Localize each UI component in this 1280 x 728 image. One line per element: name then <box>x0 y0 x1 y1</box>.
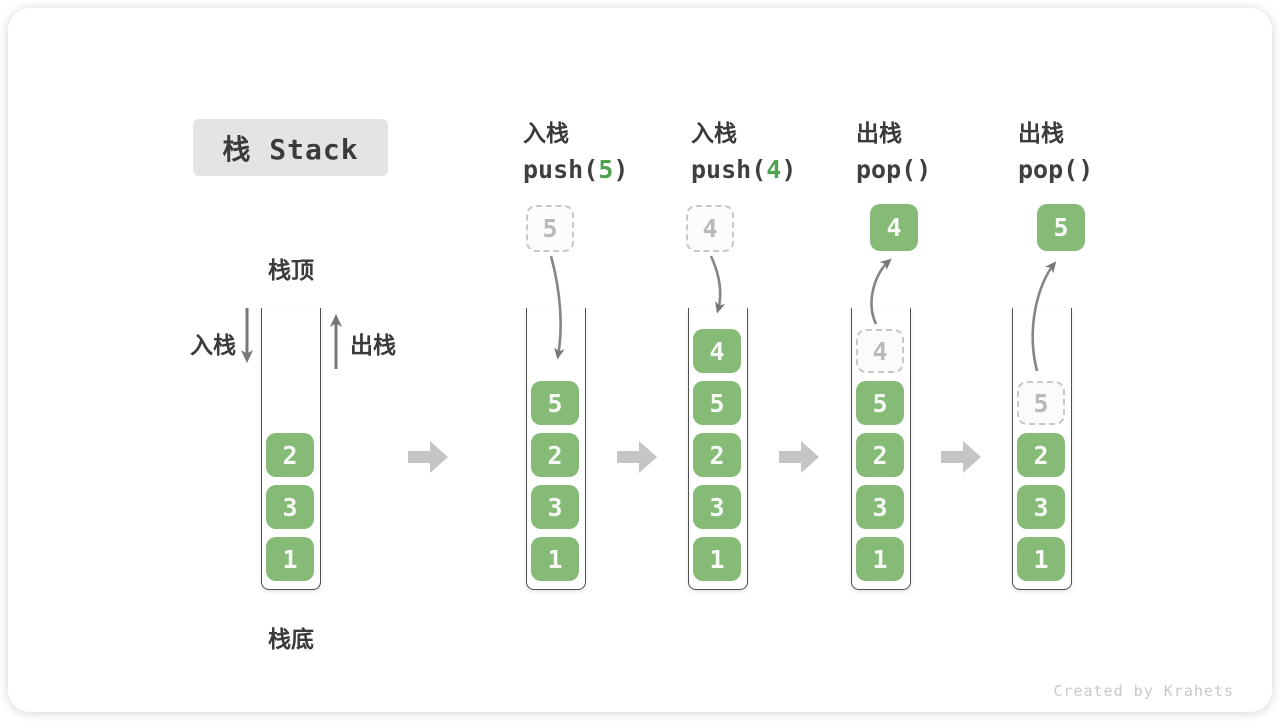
operation-name: 出栈 <box>856 120 902 146</box>
stack-cell-dashed: 5 <box>1017 381 1065 425</box>
page-title: 栈 Stack <box>222 132 359 166</box>
transition-arrow-icon <box>408 441 448 473</box>
operation-code: pop() <box>1018 155 1093 184</box>
stack-cell: 5 <box>693 381 741 425</box>
stack-cell: 2 <box>693 433 741 477</box>
operation-label-2: 入栈 push(4) <box>691 114 796 184</box>
stack-cell: 2 <box>266 433 314 477</box>
stack-cell-dashed: 4 <box>856 329 904 373</box>
stack-container-4: 4 5 2 3 1 <box>851 308 911 590</box>
stack-cell: 1 <box>856 537 904 581</box>
title-badge: 栈 Stack <box>193 119 388 176</box>
code-argument: 5 <box>598 155 614 184</box>
operation-name: 入栈 <box>523 120 569 146</box>
popped-value-cell: 4 <box>870 204 918 251</box>
stack-cell: 2 <box>1017 433 1065 477</box>
stack-bottom-label: 栈底 <box>268 626 314 652</box>
stack-cell: 5 <box>856 381 904 425</box>
push-side-label: 入栈 <box>190 332 236 358</box>
code-text: pop() <box>1018 155 1094 184</box>
stack-cell: 3 <box>856 485 904 529</box>
pushed-value-cell: 4 <box>686 205 734 252</box>
stack-cell: 3 <box>1017 485 1065 529</box>
transition-arrow-icon <box>617 441 657 473</box>
push-curve-arrow-2 <box>709 255 726 314</box>
stack-cell: 1 <box>1017 537 1065 581</box>
code-text: push( <box>691 155 767 184</box>
transition-arrow-icon <box>941 441 981 473</box>
pushed-value-cell: 5 <box>526 205 574 252</box>
stack-container-1: 2 3 1 <box>261 308 321 590</box>
stack-container-2: 5 2 3 1 <box>526 308 586 590</box>
operation-label-1: 入栈 push(5) <box>523 114 628 184</box>
stack-cell: 3 <box>266 485 314 529</box>
operation-name: 入栈 <box>691 120 737 146</box>
watermark: Created by Krahets <box>1053 682 1234 700</box>
stack-cell: 3 <box>693 485 741 529</box>
stack-cell: 4 <box>693 329 741 373</box>
operation-label-3: 出栈 pop() <box>856 114 931 184</box>
operation-code: push(4) <box>691 155 796 184</box>
popped-value-cell: 5 <box>1037 204 1085 251</box>
stack-container-3: 4 5 2 3 1 <box>688 308 748 590</box>
operation-code: push(5) <box>523 155 628 184</box>
stack-container-5: 5 2 3 1 <box>1012 308 1072 590</box>
code-text: ) <box>781 155 797 184</box>
code-text: push( <box>523 155 599 184</box>
stack-top-label: 栈顶 <box>268 257 314 283</box>
transition-arrow-icon <box>779 441 819 473</box>
code-text: ) <box>613 155 629 184</box>
stack-cell: 1 <box>693 537 741 581</box>
code-argument: 4 <box>766 155 782 184</box>
stack-cell: 3 <box>531 485 579 529</box>
stack-cell: 2 <box>856 433 904 477</box>
operation-code: pop() <box>856 155 931 184</box>
stack-cell: 1 <box>531 537 579 581</box>
pop-side-label: 出栈 <box>350 332 396 358</box>
stack-cell: 2 <box>531 433 579 477</box>
code-text: pop() <box>856 155 932 184</box>
stack-cell: 1 <box>266 537 314 581</box>
operation-name: 出栈 <box>1018 120 1064 146</box>
operation-label-4: 出栈 pop() <box>1018 114 1093 184</box>
stack-cell: 5 <box>531 381 579 425</box>
